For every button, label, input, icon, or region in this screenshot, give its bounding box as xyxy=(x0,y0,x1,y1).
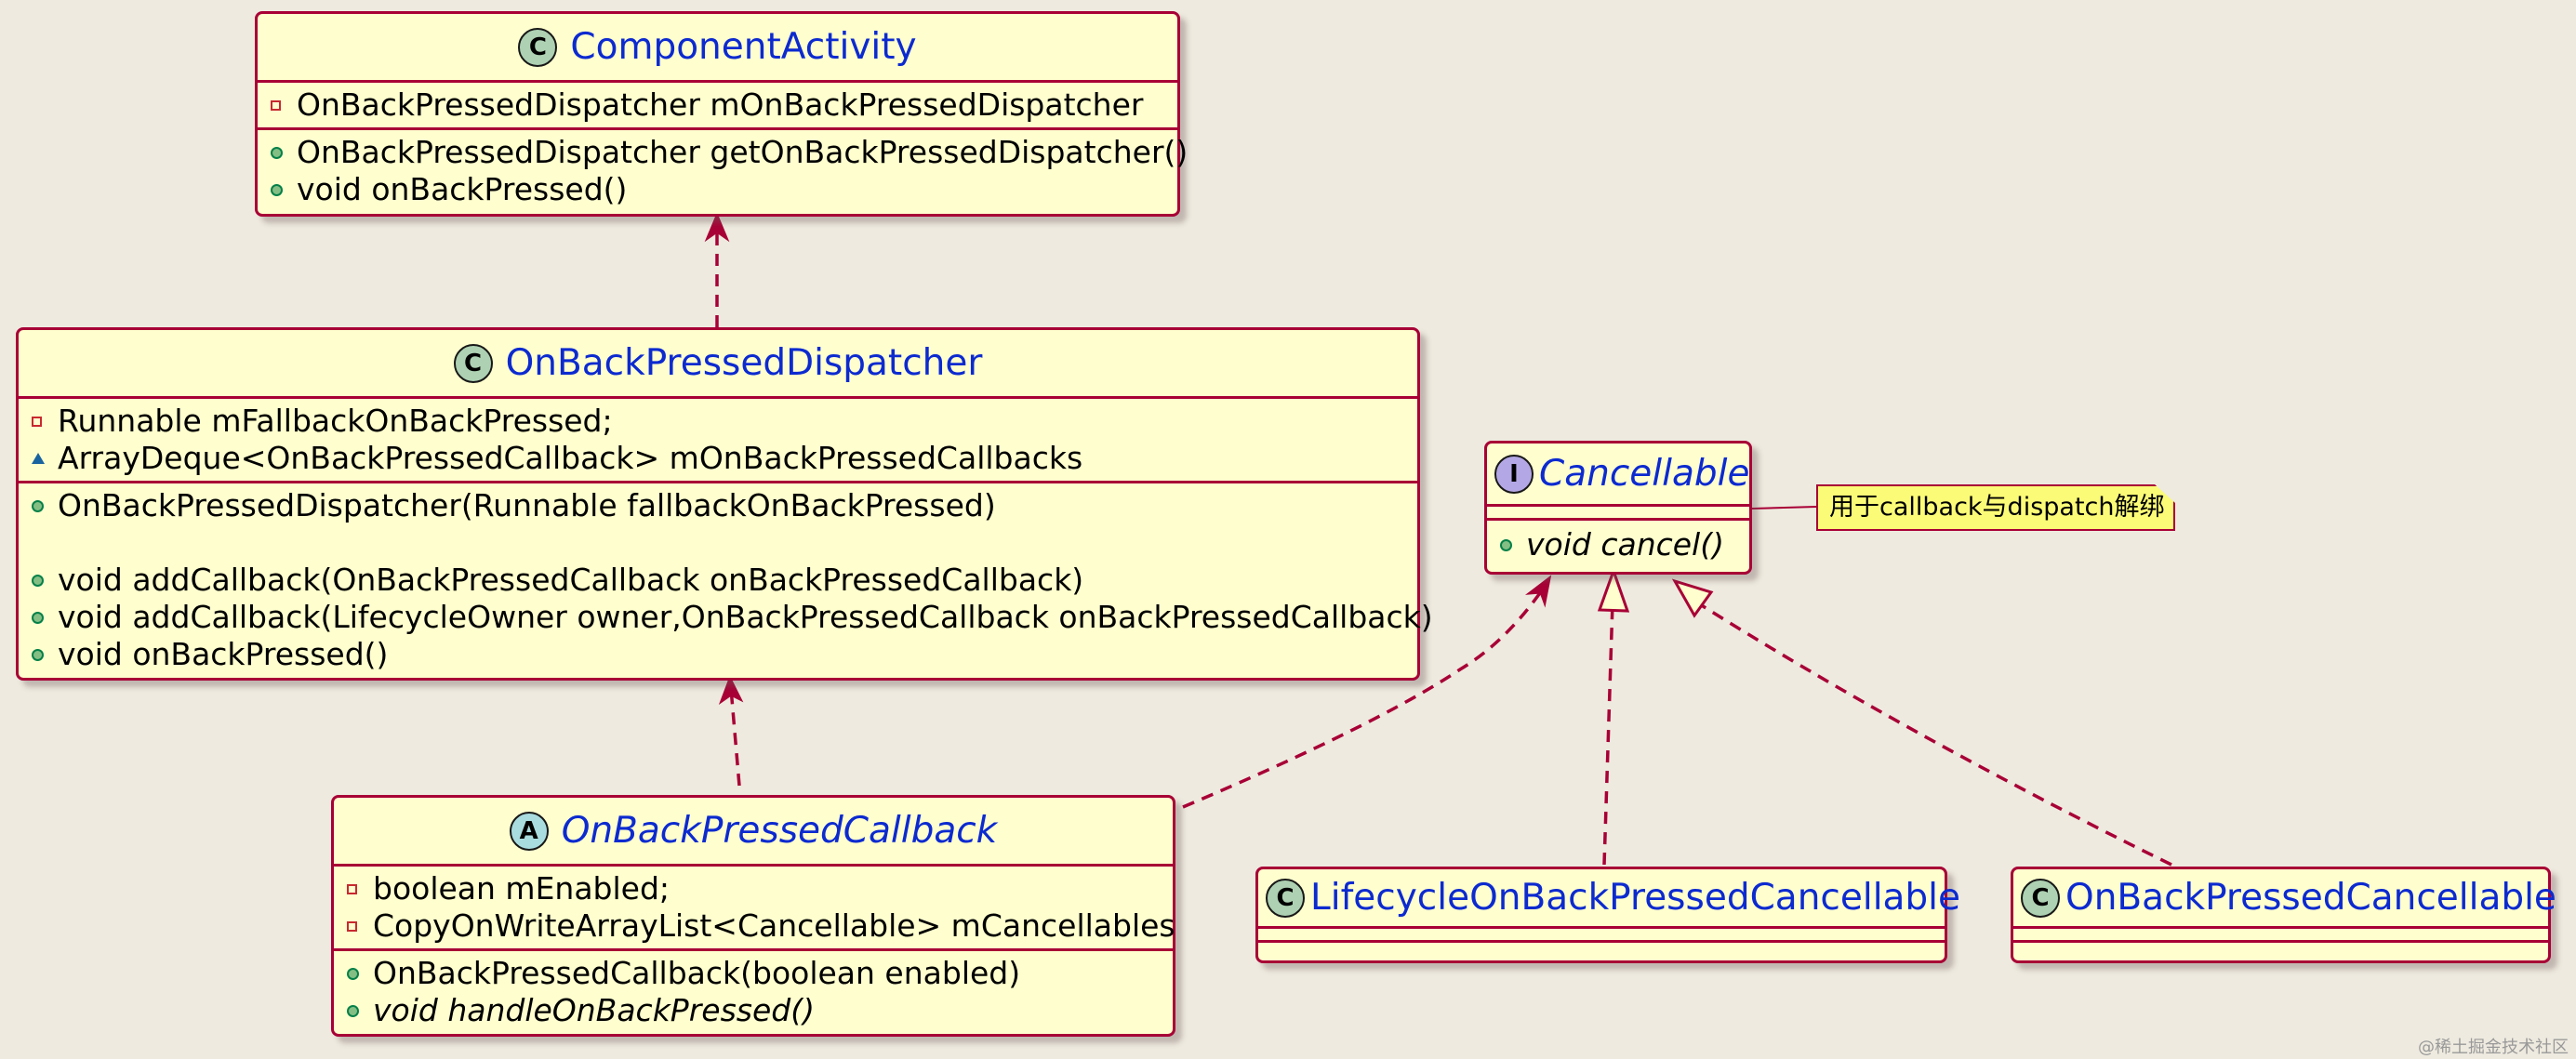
method: void addCallback(LifecycleOwner owner,On… xyxy=(58,599,1433,635)
method: void onBackPressed() xyxy=(297,171,628,207)
class-name: OnBackPressedCancellable xyxy=(2065,877,2556,919)
private-visibility-icon xyxy=(347,883,365,894)
edge-pressed-realizes-cancellable xyxy=(1692,598,2172,867)
class-header: I Cancellable xyxy=(1487,443,1749,507)
methods-section: OnBackPressedDispatcher(Runnable fallbac… xyxy=(19,483,1433,677)
blank-line xyxy=(32,524,1417,562)
note: 用于callback与dispatch解绑 xyxy=(1816,484,2175,531)
class-name: ComponentActivity xyxy=(570,26,917,68)
class-on-back-pressed-dispatcher: C OnBackPressedDispatcher Runnable mFall… xyxy=(16,327,1433,681)
class-header: C LifecycleOnBackPressedCancellable xyxy=(1258,869,1960,929)
private-visibility-icon xyxy=(32,416,50,427)
arrowhead-dispatcher xyxy=(718,675,744,706)
public-visibility-icon xyxy=(1500,538,1519,551)
field: boolean mEnabled; xyxy=(373,870,671,907)
class-lifecycle-on-back-pressed-cancellable: C LifecycleOnBackPressedCancellable xyxy=(1255,867,1960,963)
class-type-icon: C xyxy=(518,27,558,67)
methods-section: OnBackPressedDispatcher getOnBackPressed… xyxy=(258,130,1188,212)
field: Runnable mFallbackOnBackPressed; xyxy=(58,403,613,439)
interface-type-icon: I xyxy=(1494,454,1534,494)
note-text: 用于callback与dispatch解绑 xyxy=(1829,493,2165,522)
public-visibility-icon xyxy=(271,146,289,159)
private-visibility-icon xyxy=(271,99,289,111)
realization-triangle-lifecycle xyxy=(1597,566,1630,613)
public-visibility-icon xyxy=(271,183,289,196)
method: OnBackPressedDispatcher getOnBackPressed… xyxy=(297,134,1188,170)
class-name: OnBackPressedDispatcher xyxy=(505,342,983,384)
class-name: OnBackPressedCallback xyxy=(561,810,998,852)
edge-callback-to-dispatcher xyxy=(729,687,741,787)
realization-triangle-pressed xyxy=(1671,578,1714,618)
class-component-activity: C ComponentActivity OnBackPressedDispatc… xyxy=(255,11,1188,217)
watermark: @稀土掘金技术社区 xyxy=(2418,1038,2569,1057)
method: OnBackPressedCallback(boolean enabled) xyxy=(373,955,1021,991)
methods-section: void cancel() xyxy=(1487,521,1749,567)
fields-section: OnBackPressedDispatcher mOnBackPressedDi… xyxy=(258,83,1177,130)
class-name: Cancellable xyxy=(1539,453,1750,495)
package-visibility-icon xyxy=(32,453,50,464)
abstract-method: void handleOnBackPressed() xyxy=(373,992,815,1028)
class-type-icon: C xyxy=(2021,878,2060,918)
field: OnBackPressedDispatcher mOnBackPressedDi… xyxy=(297,86,1144,123)
public-visibility-icon xyxy=(347,967,365,980)
abstract-method: void cancel() xyxy=(1526,526,1724,563)
class-on-back-pressed-callback: A OnBackPressedCallback boolean mEnabled… xyxy=(331,795,1175,1037)
public-visibility-icon xyxy=(32,611,50,624)
field: CopyOnWriteArrayList<Cancellable> mCance… xyxy=(373,907,1175,944)
class-header: C OnBackPressedCancellable xyxy=(2013,869,2556,929)
private-visibility-icon xyxy=(347,920,365,932)
class-header: C OnBackPressedDispatcher xyxy=(19,330,1417,399)
class-header: A OnBackPressedCallback xyxy=(334,798,1173,867)
fields-section xyxy=(2013,929,2548,943)
note-connector xyxy=(1751,506,1817,510)
class-name: LifecycleOnBackPressedCancellable xyxy=(1310,877,1961,919)
field: ArrayDeque<OnBackPressedCallback> mOnBac… xyxy=(58,440,1083,476)
method: OnBackPressedDispatcher(Runnable fallbac… xyxy=(58,487,996,523)
method: void addCallback(OnBackPressedCallback o… xyxy=(58,562,1084,598)
public-visibility-icon xyxy=(32,648,50,661)
public-visibility-icon xyxy=(32,499,50,512)
interface-cancellable: I Cancellable void cancel() xyxy=(1484,441,1752,575)
fields-section xyxy=(1258,929,1945,943)
class-on-back-pressed-cancellable: C OnBackPressedCancellable xyxy=(2011,867,2556,963)
class-header: C ComponentActivity xyxy=(258,14,1177,83)
public-visibility-icon xyxy=(347,1004,365,1017)
public-visibility-icon xyxy=(32,574,50,587)
edge-lifecycle-realizes-cancellable xyxy=(1602,602,1614,866)
methods-section: OnBackPressedCallback(boolean enabled) v… xyxy=(334,951,1173,1033)
fields-section xyxy=(1487,507,1749,521)
class-type-icon: C xyxy=(453,343,493,383)
class-type-icon: C xyxy=(1266,878,1305,918)
arrowhead-cancellable xyxy=(1525,575,1552,608)
abstract-type-icon: A xyxy=(509,811,549,851)
edge-callback-to-cancellable xyxy=(1182,587,1546,809)
arrowhead-activity xyxy=(704,212,730,243)
fields-section: Runnable mFallbackOnBackPressed; ArrayDe… xyxy=(19,399,1417,483)
fields-section: boolean mEnabled; CopyOnWriteArrayList<C… xyxy=(334,867,1175,951)
method: void onBackPressed() xyxy=(58,636,389,672)
